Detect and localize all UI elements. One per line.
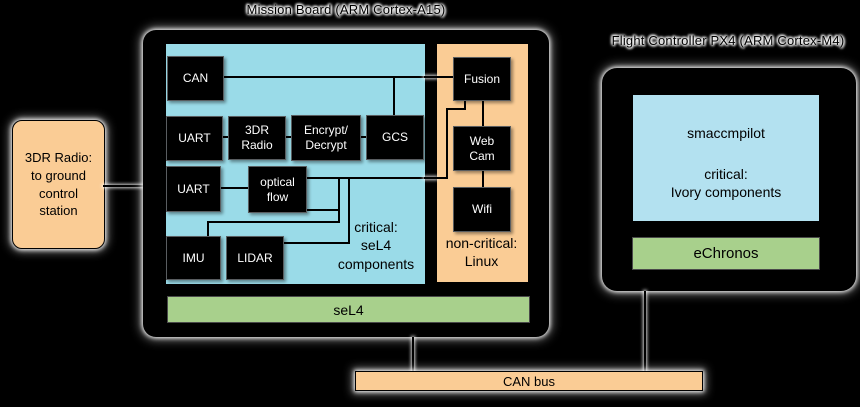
component-lidar: LIDAR bbox=[226, 236, 284, 280]
flight-controller-board: smaccmpilot critical: Ivory components e… bbox=[602, 68, 856, 291]
connector-fusion-step-horiz bbox=[446, 108, 466, 110]
component-gcs: GCS bbox=[366, 115, 424, 160]
mission-board: critical: seL4 components non-critical: … bbox=[143, 30, 549, 337]
connector-can-fusion bbox=[222, 76, 424, 78]
connector-vert-lidar-branch bbox=[348, 177, 350, 244]
component-optical-flow: optical flow bbox=[248, 166, 307, 213]
connector-fusion-step-vert bbox=[446, 108, 448, 179]
sel4-kernel-label: seL4 bbox=[333, 301, 364, 318]
connector-optical-stub bbox=[304, 209, 339, 211]
mission-board-title: Mission Board (ARM Cortex-A15) bbox=[246, 2, 446, 17]
component-3dr-radio: 3DR Radio bbox=[228, 116, 286, 160]
ivory-critical-label: critical: Ivory components bbox=[670, 166, 782, 201]
can-bus-label: CAN bus bbox=[502, 373, 556, 389]
non-critical-zone-label: non-critical: Linux bbox=[445, 235, 518, 270]
component-encrypt-decrypt: Encrypt/ Decrypt bbox=[291, 115, 361, 161]
component-web-cam: Web Cam bbox=[453, 126, 511, 171]
smaccmpilot-box: smaccmpilot critical: Ivory components bbox=[632, 94, 820, 222]
smaccmpilot-label: smaccmpilot bbox=[687, 125, 765, 141]
echronos-kernel-label: eChronos bbox=[693, 245, 759, 262]
flight-controller-title: Flight Controller PX4 (ARM Cortex-M4) bbox=[611, 33, 845, 48]
component-uart-top: UART bbox=[166, 116, 223, 161]
connector-board-to-bus bbox=[412, 337, 414, 372]
component-wifi: Wifi bbox=[453, 187, 511, 232]
connector-fusion-webcam bbox=[482, 99, 484, 127]
connector-imu-drop bbox=[207, 221, 209, 236]
component-uart-bottom: UART bbox=[166, 166, 221, 212]
connector-fusion-step-up bbox=[464, 98, 466, 110]
connector-fc-to-bus bbox=[644, 291, 646, 372]
connector-webcam-wifi bbox=[482, 169, 484, 188]
connector-vert-imu-branch bbox=[338, 177, 340, 223]
connector-uart-optical bbox=[218, 187, 249, 189]
critical-zone-label: critical: seL4 components bbox=[337, 219, 415, 272]
echronos-kernel-bar: eChronos bbox=[632, 237, 820, 270]
connector-can-fusion-orange bbox=[437, 76, 455, 78]
connector-3dr-encrypt bbox=[283, 136, 292, 138]
connector-radio-to-board bbox=[103, 185, 143, 187]
connector-optical-orange bbox=[437, 177, 448, 179]
connector-uart-3dr bbox=[221, 136, 229, 138]
ground-radio-box: 3DR Radio: to ground control station bbox=[12, 120, 105, 249]
ground-radio-label: 3DR Radio: to ground control station bbox=[24, 150, 93, 219]
connector-gcs-up bbox=[393, 76, 395, 116]
component-fusion: Fusion bbox=[453, 57, 511, 101]
connector-can-fusion-gap bbox=[424, 76, 437, 78]
component-can: CAN bbox=[167, 56, 224, 101]
connector-optical-gap bbox=[424, 177, 437, 179]
connector-optical-right bbox=[304, 177, 424, 179]
component-imu: IMU bbox=[166, 236, 221, 280]
connector-imu-horizontal bbox=[207, 221, 340, 223]
connector-encrypt-gcs bbox=[358, 136, 367, 138]
can-bus-bar: CAN bus bbox=[355, 371, 703, 391]
connector-lidar-horizontal bbox=[282, 242, 350, 244]
sel4-kernel-bar: seL4 bbox=[167, 296, 530, 323]
